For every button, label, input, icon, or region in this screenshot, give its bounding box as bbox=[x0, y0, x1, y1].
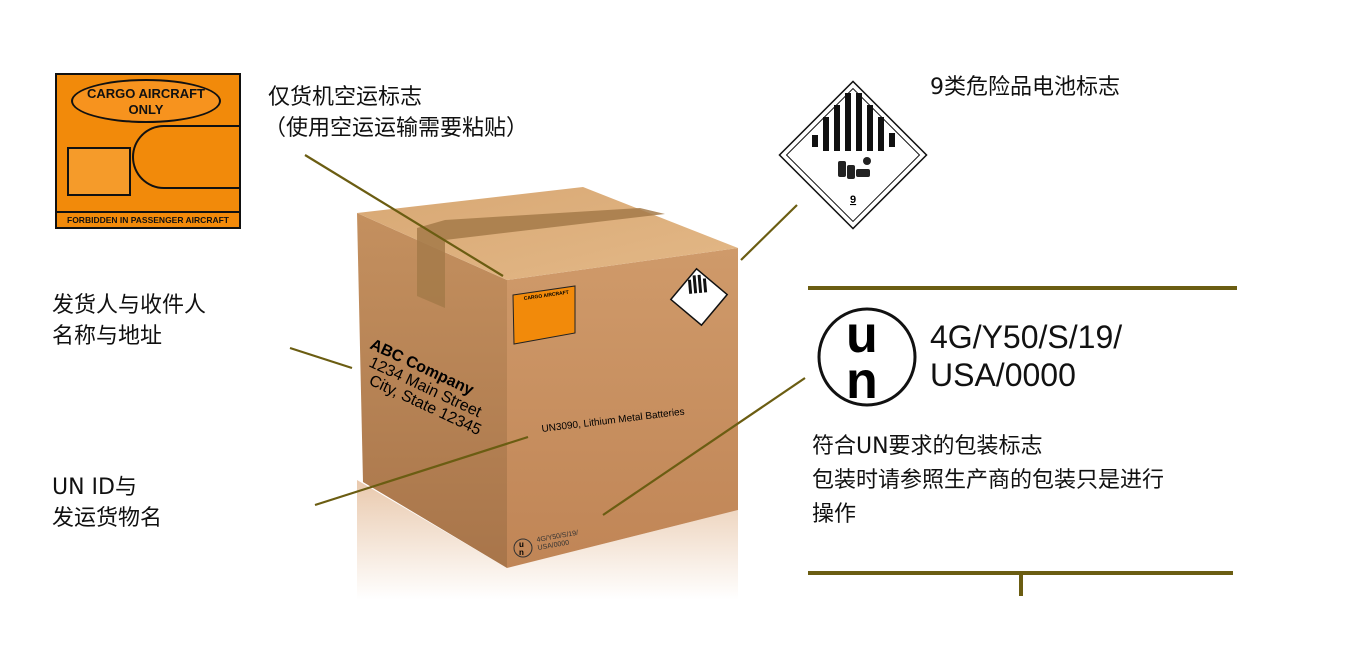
cargo-aircraft-only-label: CARGO AIRCRAFT ONLY FORBIDDEN IN PASSENG… bbox=[55, 73, 241, 229]
leader-lines bbox=[289, 154, 806, 516]
leader-line-shipper bbox=[289, 346, 353, 370]
svg-text:n: n bbox=[846, 352, 878, 410]
box-reflection bbox=[357, 480, 738, 600]
box-class9-label bbox=[669, 267, 729, 327]
cargo-label-caption: 仅货机空运标志 （使用空运运输需要粘贴） bbox=[264, 85, 529, 141]
un-id-caption: UN ID与 发运货物名 bbox=[52, 475, 163, 531]
cardboard-box: CARGO AIRCRAFT ABC Company 1234 Main Str… bbox=[357, 187, 738, 600]
cargo-label-title: CARGO AIRCRAFT ONLY bbox=[71, 79, 221, 123]
svg-text:u: u bbox=[846, 306, 878, 364]
svg-text:u: u bbox=[519, 540, 524, 549]
section-dividers bbox=[808, 286, 1237, 596]
leader-line-class9 bbox=[740, 204, 798, 261]
box-top-face bbox=[357, 187, 738, 280]
class9-caption: 9类危险品电池标志 bbox=[930, 75, 1120, 100]
un-mark-caption: 符合UN要求的包装标志 包装时请参照生产商的包装只是进行 操作 bbox=[812, 434, 1165, 527]
battery-icon bbox=[838, 157, 871, 179]
leader-line-cargo bbox=[304, 154, 504, 277]
class9-hazard-label: 9 bbox=[778, 80, 928, 230]
svg-text:n: n bbox=[519, 548, 524, 557]
cargo-label-footer: FORBIDDEN IN PASSENGER AIRCRAFT bbox=[57, 211, 239, 227]
un-packaging-code: 4G/Y50/S/19/ USA/0000 bbox=[930, 319, 1123, 393]
cargo-label-aircraft-icon bbox=[132, 125, 239, 189]
cargo-label-crate-icon bbox=[67, 147, 131, 196]
un-packaging-symbol: u n bbox=[817, 306, 917, 410]
packing-tape bbox=[417, 208, 665, 308]
box-cargo-label: CARGO AIRCRAFT bbox=[512, 285, 576, 345]
shipper-caption: 发货人与收件人 名称与地址 bbox=[52, 293, 207, 349]
hazard-stripes bbox=[812, 93, 895, 151]
leader-line-un-mark bbox=[602, 377, 806, 516]
svg-text:9: 9 bbox=[850, 194, 856, 206]
leader-line-un-id bbox=[314, 435, 529, 507]
